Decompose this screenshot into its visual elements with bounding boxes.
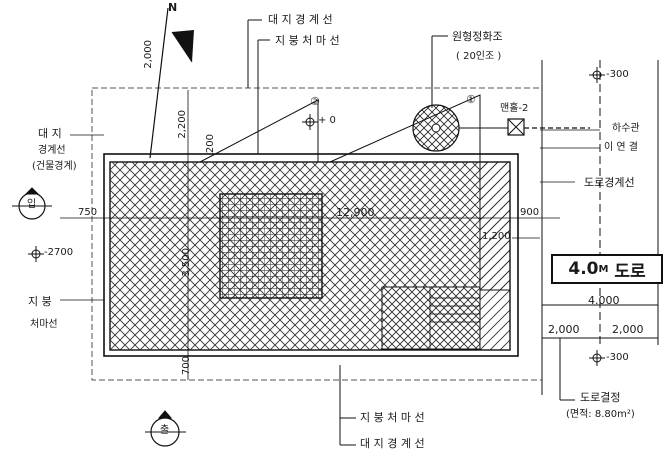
roof-left-label-1: 지 붕 <box>28 295 52 308</box>
south-entry-marker <box>145 410 186 447</box>
roof-outline <box>103 153 519 357</box>
dim-200: 200 <box>205 134 216 154</box>
annex-area <box>479 161 511 291</box>
road-boundary-label: 도로경계선 <box>584 176 635 189</box>
marker-1: ① <box>466 93 476 106</box>
boundary-top-label: 대 지 경 계 선 <box>268 13 333 26</box>
dim-2200: 2,200 <box>177 110 188 139</box>
joint-label: 이 연 결 <box>604 142 638 153</box>
dim-2000: 2,000 <box>143 40 154 69</box>
site-left-label-3: (건물경계) <box>32 161 77 172</box>
level-marker-left <box>28 246 44 262</box>
dim-750: 750 <box>78 207 98 218</box>
septic-count: ( 20인조 ) <box>456 51 502 62</box>
marker-2: ② <box>310 95 320 108</box>
level-marker-r2 <box>589 350 605 366</box>
half-right-dim: 2,000 <box>612 323 644 336</box>
south-marker-label: 출 <box>160 425 170 436</box>
north-line <box>149 7 169 159</box>
triangle-1 <box>329 94 481 163</box>
road-word: 도로 <box>614 261 646 282</box>
road-area-label: (면적: 8.80m²) <box>566 409 635 420</box>
roof-left-label-2: 처마선 <box>30 319 58 330</box>
west-entry-marker <box>12 187 52 220</box>
level-left: -2700 <box>44 247 74 258</box>
half-left-dim: 2,000 <box>548 323 580 336</box>
stair-hatch <box>382 287 480 349</box>
road-width-dim: 4.000 <box>588 294 620 307</box>
setback-top-label: 지 붕 처 마 선 <box>275 34 340 47</box>
dim-1200: 1,200 <box>482 231 511 242</box>
triangle-2 <box>199 99 319 163</box>
road-unit: M <box>598 263 609 275</box>
road-width-value: 4.0 <box>568 259 599 279</box>
setback-bottom-label: 지 붕 처 마 선 <box>360 411 425 424</box>
drain-label: 하수관 <box>612 123 640 134</box>
boundary-bottom-label: 대 지 경 계 선 <box>360 437 425 450</box>
level-marker-mid <box>302 114 318 130</box>
site-left-label-2: 경계선 <box>38 145 66 156</box>
road-encroach-label: 도로결정 <box>580 391 621 404</box>
dim-12900: 12,900 <box>336 206 375 219</box>
dim-3500: 3,500 <box>181 248 192 277</box>
level-marker-r1 <box>589 67 605 83</box>
west-marker-label: 입 <box>27 199 37 210</box>
septic-label: 원형정화조 <box>452 30 503 43</box>
courtyard-grid <box>219 193 323 299</box>
dim-700: 700 <box>181 356 192 376</box>
level-r1: -300 <box>606 69 629 80</box>
level-mid: + 0 <box>318 115 336 126</box>
stair-steps <box>429 287 480 349</box>
north-arrow-flag <box>172 30 194 62</box>
manhole-label: 맨홀-2 <box>500 103 529 114</box>
dim-900: 900 <box>520 207 540 218</box>
north-label: N <box>168 1 178 14</box>
level-r2: -300 <box>606 352 629 363</box>
site-left-label-1: 대 지 <box>38 127 62 140</box>
